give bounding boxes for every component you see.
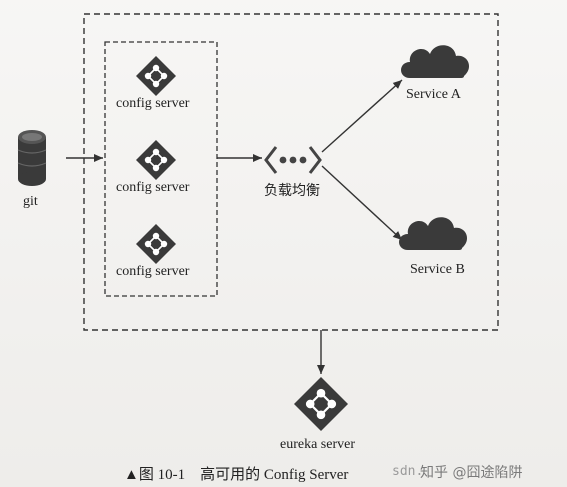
config-server-group-boundary bbox=[104, 41, 218, 297]
service-a-cloud-icon bbox=[401, 45, 470, 78]
service-b-cloud-icon bbox=[399, 217, 468, 250]
watermark: 知乎 @囧途陷阱 bbox=[420, 465, 523, 481]
figure-caption: ▲图 10-1 高可用的 Config Server bbox=[124, 467, 349, 483]
config-server-label: config server bbox=[116, 180, 190, 195]
config-server-icon bbox=[135, 139, 177, 181]
lb-to-service-a-arrow bbox=[321, 79, 403, 153]
eureka-server-label: eureka server bbox=[280, 437, 356, 452]
load-balancer-label: 负载均衡 bbox=[264, 183, 320, 199]
service-b-label: Service B bbox=[410, 262, 465, 277]
cluster-boundary bbox=[83, 13, 499, 331]
eureka-server-icon bbox=[292, 375, 350, 433]
config-server-icon bbox=[135, 223, 177, 265]
lb-to-service-b-arrow bbox=[321, 165, 403, 241]
config-server-label: config server bbox=[116, 264, 190, 279]
service-a-label: Service A bbox=[406, 87, 461, 102]
git-label: git bbox=[23, 194, 38, 209]
git-icon bbox=[17, 130, 47, 186]
config-server-label: config server bbox=[116, 96, 190, 111]
source-url-fragment: sdn. bbox=[392, 464, 424, 479]
load-balancer-icon bbox=[264, 146, 322, 174]
config-server-icon bbox=[135, 55, 177, 97]
